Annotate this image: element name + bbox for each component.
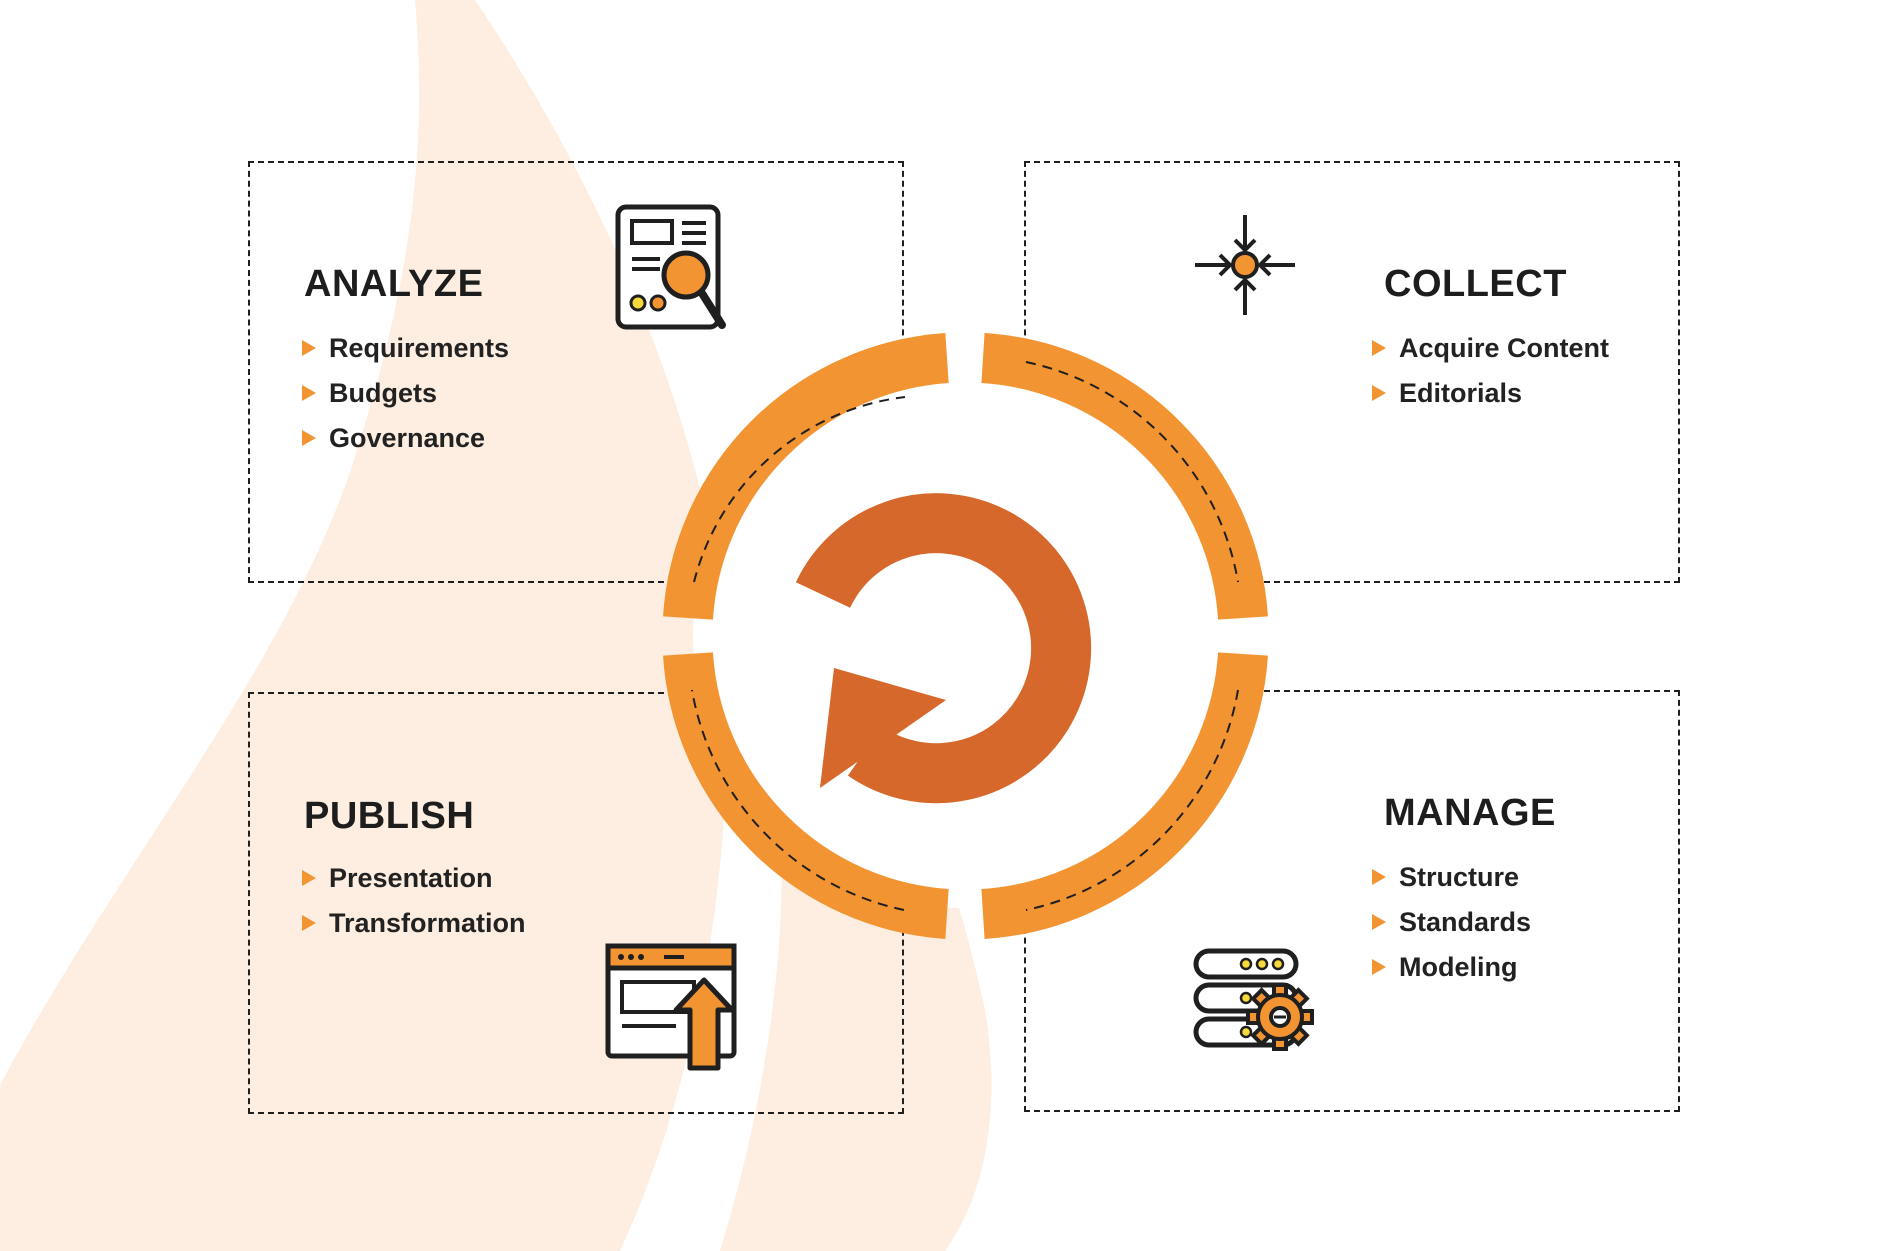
publish-item-list: Presentation Transformation xyxy=(302,858,526,948)
document-search-icon xyxy=(615,204,726,330)
bullet-triangle-icon xyxy=(1372,959,1386,975)
list-item: Structure xyxy=(1372,857,1531,902)
list-item-label: Editorials xyxy=(1399,378,1523,408)
analyze-item-list: Requirements Budgets Governance xyxy=(302,328,509,463)
analyze-title: ANALYZE xyxy=(304,263,484,305)
list-item: Requirements xyxy=(302,328,509,373)
bullet-triangle-icon xyxy=(302,870,316,886)
ring-dash-top-left xyxy=(693,396,906,583)
list-item-label: Requirements xyxy=(329,333,510,363)
server-gear-icon xyxy=(1193,948,1314,1051)
bullet-triangle-icon xyxy=(302,915,316,931)
bullet-triangle-icon xyxy=(1372,869,1386,885)
list-item-label: Budgets xyxy=(329,378,437,408)
list-item-label: Transformation xyxy=(329,908,526,938)
manage-title: MANAGE xyxy=(1384,792,1556,834)
list-item: Transformation xyxy=(302,903,526,948)
list-item: Budgets xyxy=(302,373,509,418)
list-item: Editorials xyxy=(1372,373,1609,418)
ring-segment-bottom-left xyxy=(663,652,949,939)
publish-title: PUBLISH xyxy=(304,795,475,837)
list-item-label: Presentation xyxy=(329,863,493,893)
bullet-triangle-icon xyxy=(302,430,316,446)
bullet-triangle-icon xyxy=(1372,340,1386,356)
refresh-cycle-icon xyxy=(795,493,1092,804)
background-flame-outer xyxy=(0,0,728,1251)
ring-segment-top-right xyxy=(981,333,1268,620)
ring-dash-bottom-left xyxy=(691,689,905,911)
list-item-label: Standards xyxy=(1399,907,1532,937)
list-item: Standards xyxy=(1372,902,1531,947)
list-item: Governance xyxy=(302,418,509,463)
list-item-label: Modeling xyxy=(1399,952,1518,982)
list-item-label: Structure xyxy=(1399,862,1520,892)
ring-dash-top-right xyxy=(1025,361,1239,583)
list-item: Modeling xyxy=(1372,947,1531,992)
bullet-triangle-icon xyxy=(1372,914,1386,930)
bullet-triangle-icon xyxy=(1372,385,1386,401)
manage-item-list: Structure Standards Modeling xyxy=(1372,857,1531,992)
ring-segment-top-left xyxy=(663,333,949,620)
list-item: Presentation xyxy=(302,858,526,903)
ring-dash-bottom-right xyxy=(1025,689,1239,911)
bullet-triangle-icon xyxy=(302,340,316,356)
list-item-label: Governance xyxy=(329,423,486,453)
list-item: Acquire Content xyxy=(1372,328,1609,373)
collect-title: COLLECT xyxy=(1384,263,1567,305)
converge-target-icon xyxy=(1195,215,1295,315)
browser-upload-icon xyxy=(605,943,737,1071)
refresh-cycle-arrowhead xyxy=(820,668,946,788)
bullet-triangle-icon xyxy=(302,385,316,401)
collect-item-list: Acquire Content Editorials xyxy=(1372,328,1609,418)
list-item-label: Acquire Content xyxy=(1399,333,1610,363)
